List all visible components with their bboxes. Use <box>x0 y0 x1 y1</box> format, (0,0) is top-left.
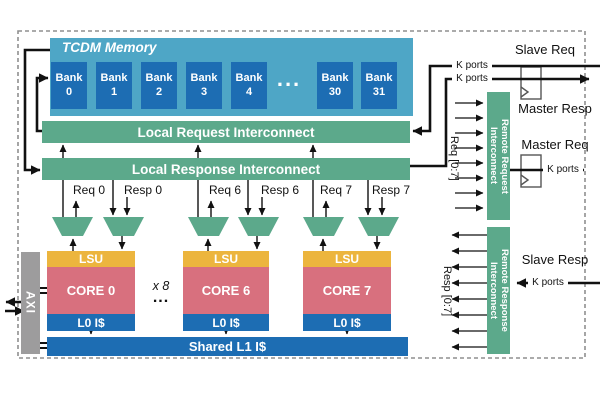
bank-word: Bank <box>365 72 393 85</box>
pipeline-register-slave <box>520 66 542 100</box>
core-multiplicity-label: x 8 <box>152 279 170 293</box>
lsu-7: LSU <box>303 251 391 267</box>
shared-l1-cache: Shared L1 I$ <box>47 337 408 356</box>
l0-cache-7: L0 I$ <box>303 314 391 331</box>
req-demux-6 <box>188 217 229 236</box>
lsu-6: LSU <box>183 251 269 267</box>
bank-number: 0 <box>65 85 73 98</box>
axi-port: AXI <box>21 252 40 354</box>
l0-cache-6: L0 I$ <box>183 314 269 331</box>
bank-number: 3 <box>200 85 208 98</box>
bank-number: 31 <box>372 85 386 98</box>
clock-triangle-icon <box>520 86 530 98</box>
k-ports-label-master-req: K ports <box>543 164 583 176</box>
remote-request-line2: Interconnect <box>488 127 499 185</box>
remote-request-line1: Remote Request <box>499 118 510 194</box>
remote-response-line2: Interconnect <box>488 261 499 319</box>
req-demux-0 <box>52 217 93 236</box>
cores-ellipsis: ... <box>152 289 170 306</box>
core-0: CORE 0 <box>47 267 135 314</box>
tcdm-banks-ellipsis: ... <box>276 66 302 91</box>
remote-request-interconnect: Remote Request Interconnect <box>487 92 510 220</box>
local-request-to-tcdm-wire <box>35 73 49 133</box>
wire-label-resp6: Resp 6 <box>260 183 300 197</box>
master-resp-label: Master Resp <box>518 101 592 116</box>
mux-demux-shapes <box>52 217 399 236</box>
slave-req-label: Slave Req <box>515 42 575 57</box>
tcdm-title: TCDM Memory <box>62 40 157 55</box>
resp-bus-label: Resp [0:7] <box>441 265 453 317</box>
master-req-label: Master Req <box>521 137 589 152</box>
remote-response-interconnect: Remote Response Interconnect <box>487 227 510 354</box>
k-ports-label-master-resp: K ports <box>452 73 492 85</box>
core-6: CORE 6 <box>183 267 269 314</box>
master-resp-wire <box>410 74 590 168</box>
local-response-interconnect: Local Response Interconnect <box>42 158 410 180</box>
bank-word: Bank <box>321 72 349 85</box>
req-bus-label: Req [0:7] <box>448 135 460 181</box>
resp-mux-0 <box>103 217 144 236</box>
wire-label-req7: Req 7 <box>319 183 353 197</box>
bank-number: 2 <box>155 85 163 98</box>
req-bus-arrows <box>455 99 484 212</box>
clock-triangle-icon <box>520 174 530 186</box>
core-7: CORE 7 <box>303 267 391 314</box>
bank-word: Bank <box>235 72 263 85</box>
slave-req-wire <box>412 64 600 136</box>
core-column-wires <box>59 144 386 251</box>
bank-number: 4 <box>245 85 253 98</box>
remote-response-line1: Remote Response <box>499 249 510 332</box>
resp-mux-6 <box>238 217 279 236</box>
wire-label-resp7: Resp 7 <box>371 183 411 197</box>
k-ports-label-slave-resp: K ports <box>528 277 568 289</box>
bank-word: Bank <box>55 72 83 85</box>
slave-resp-label: Slave Resp <box>521 252 589 267</box>
k-ports-label-slave-req: K ports <box>452 60 492 72</box>
resp-mux-7 <box>358 217 399 236</box>
tcdm-to-local-response-wire <box>23 48 50 175</box>
req-demux-7 <box>303 217 344 236</box>
resp-bus-arrows <box>451 231 487 351</box>
local-request-interconnect: Local Request Interconnect <box>42 121 410 143</box>
cluster-boundary <box>17 30 586 359</box>
l0-cache-0: L0 I$ <box>47 314 135 331</box>
lsu-0: LSU <box>47 251 135 267</box>
bank-word: Bank <box>100 72 128 85</box>
wire-label-req0: Req 0 <box>72 183 106 197</box>
bank-word: Bank <box>145 72 173 85</box>
axi-bus-taps <box>40 287 48 349</box>
bank-number: 1 <box>110 85 118 98</box>
wire-label-resp0: Resp 0 <box>123 183 163 197</box>
wire-label-req6: Req 6 <box>208 183 242 197</box>
bank-word: Bank <box>190 72 218 85</box>
bank-number: 30 <box>328 85 342 98</box>
